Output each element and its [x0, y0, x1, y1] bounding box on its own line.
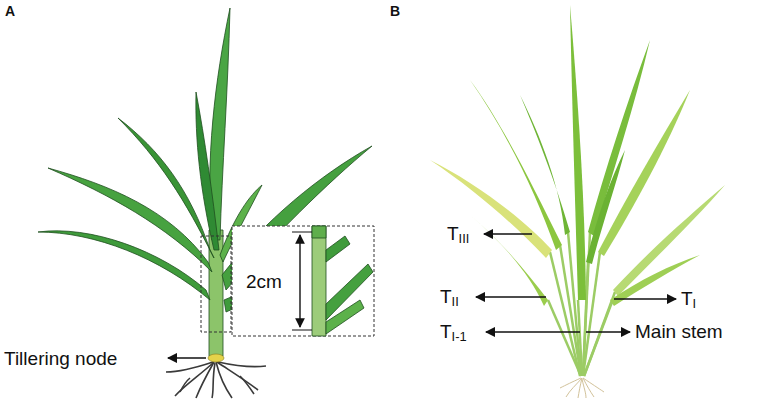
panel-letter: A [5, 4, 15, 18]
plant-a [38, 8, 372, 356]
tillering-node [208, 354, 224, 362]
tiller-label: TIII [447, 224, 469, 243]
tiller-label: TI [681, 289, 696, 308]
tiller-label: TI-1 [440, 322, 467, 341]
plant-a-roots [166, 362, 266, 398]
plant-b [430, 5, 725, 306]
zoom-inset [201, 226, 374, 336]
leader-line [168, 357, 206, 359]
part-label: Main stem [635, 322, 723, 341]
plant-b-roots [560, 378, 604, 398]
panel-letter: B [390, 4, 400, 18]
tiller-label: TII [440, 287, 459, 306]
dimension-label: 2cm [246, 272, 282, 291]
leader-lines [476, 234, 676, 332]
part-label: Tillering node [4, 349, 117, 368]
